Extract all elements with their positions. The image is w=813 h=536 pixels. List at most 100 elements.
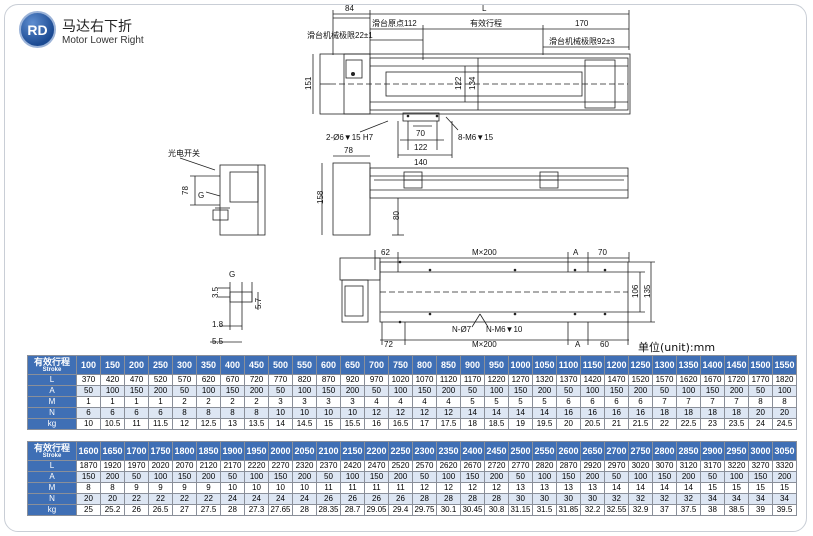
stroke-value: 250: [148, 355, 173, 375]
table-cell: 150: [412, 385, 437, 397]
table-cell: 1: [100, 396, 125, 408]
table-cell: 2420: [340, 460, 365, 472]
brand-name-cn: 马达右下折: [62, 19, 132, 35]
table-cell: 31.85: [556, 504, 581, 516]
table-cell: 5: [460, 396, 485, 408]
row-label: M: [27, 482, 77, 494]
table-cell: 2970: [604, 460, 629, 472]
table-cell: 27.65: [268, 504, 293, 516]
table-cell: 28: [484, 493, 509, 505]
table-cell: 2670: [460, 460, 485, 472]
stroke-value: 1150: [580, 355, 605, 375]
table-cell: 26: [364, 493, 389, 505]
stroke-value: 200: [124, 355, 149, 375]
table-cell: 2470: [364, 460, 389, 472]
table-cell: 28.7: [340, 504, 365, 516]
stroke-value: 2250: [388, 441, 413, 461]
table-cell: 29.75: [412, 504, 437, 516]
table-cell: 15: [724, 482, 749, 494]
unit-label: 单位(unit):mm: [638, 341, 716, 354]
stroke-value: 3000: [748, 441, 773, 461]
table-cell: 520: [148, 374, 173, 386]
table-cell: 50: [364, 385, 389, 397]
stroke-value: 750: [388, 355, 413, 375]
stroke-value: 2050: [292, 441, 317, 461]
hole-pin-label: 2-Ø6▼15 H7: [326, 133, 374, 142]
table-cell: 3170: [700, 460, 725, 472]
table-cell: 14: [460, 407, 485, 419]
stroke-value: 1000: [508, 355, 533, 375]
table-cell: 7: [724, 396, 749, 408]
brand-logo: RD: [19, 11, 56, 48]
stroke-value: 2350: [436, 441, 461, 461]
table-cell: 5: [532, 396, 557, 408]
table-cell: 18: [460, 418, 485, 430]
table-cell: 200: [724, 385, 749, 397]
table-cell: 15: [700, 482, 725, 494]
table-cell: 970: [364, 374, 389, 386]
dim-78: 78: [344, 146, 353, 155]
stroke-value: 100: [76, 355, 101, 375]
table-cell: 720: [244, 374, 269, 386]
dim-5-5: 5.5: [212, 337, 224, 346]
row-label: kg: [27, 504, 77, 516]
table-cell: 1970: [124, 460, 149, 472]
table-cell: 14: [532, 407, 557, 419]
table-cell: 100: [436, 471, 461, 483]
table-cell: 12: [460, 482, 485, 494]
dim-80: 80: [392, 211, 401, 220]
table-cell: 22: [172, 493, 197, 505]
table-cell: 24: [244, 493, 269, 505]
row-label: M: [27, 396, 77, 408]
table-cell: 27.5: [196, 504, 221, 516]
table-cell: 50: [124, 471, 149, 483]
table-cell: 150: [172, 471, 197, 483]
table-cell: 16: [364, 418, 389, 430]
table-cell: 10: [316, 407, 341, 419]
table-cell: 22: [196, 493, 221, 505]
table-cell: 30: [556, 493, 581, 505]
dim-84: 84: [345, 4, 354, 13]
table-cell: 4: [388, 396, 413, 408]
stroke-value: 1950: [244, 441, 269, 461]
table-cell: 100: [580, 385, 605, 397]
table-cell: 3020: [628, 460, 653, 472]
table-cell: 150: [700, 385, 725, 397]
table-cell: 26.5: [148, 504, 173, 516]
table-cell: 29.05: [364, 504, 389, 516]
table-cell: 13: [220, 418, 245, 430]
table-cell: 22: [652, 418, 677, 430]
table-cell: 21.5: [628, 418, 653, 430]
dim-70-bottom-view: 70: [598, 248, 607, 257]
hole-n-d7-label: N-Ø7: [452, 325, 472, 334]
dim-151: 151: [304, 76, 313, 90]
dimension-labels: 84 L 170 滑台原点112 有效行程 滑台机械极限22±1 滑台机械极限9…: [168, 4, 652, 349]
table-cell: 11.5: [148, 418, 173, 430]
table-cell: 8: [244, 407, 269, 419]
table-cell: 21: [604, 418, 629, 430]
table-cell: 6: [148, 407, 173, 419]
table-cell: 7: [700, 396, 725, 408]
row-label: A: [27, 385, 77, 397]
table-cell: 200: [292, 471, 317, 483]
table-cell: 16: [628, 407, 653, 419]
table-cell: 2920: [580, 460, 605, 472]
dim-72: 72: [384, 340, 393, 349]
table-cell: 34: [748, 493, 773, 505]
stroke-value: 1350: [676, 355, 701, 375]
table-cell: 31.15: [508, 504, 533, 516]
dim-3-5: 3.5: [211, 286, 220, 298]
table-cell: 11: [124, 418, 149, 430]
table-cell: 50: [652, 385, 677, 397]
header-label-en: Stroke: [42, 366, 62, 373]
dim-170: 170: [575, 19, 589, 28]
table-cell: 670: [220, 374, 245, 386]
table-cell: 470: [124, 374, 149, 386]
row-label: N: [27, 493, 77, 505]
table-cell: 16: [604, 407, 629, 419]
table-cell: 24: [292, 493, 317, 505]
table-cell: 32: [676, 493, 701, 505]
table-cell: 13: [508, 482, 533, 494]
